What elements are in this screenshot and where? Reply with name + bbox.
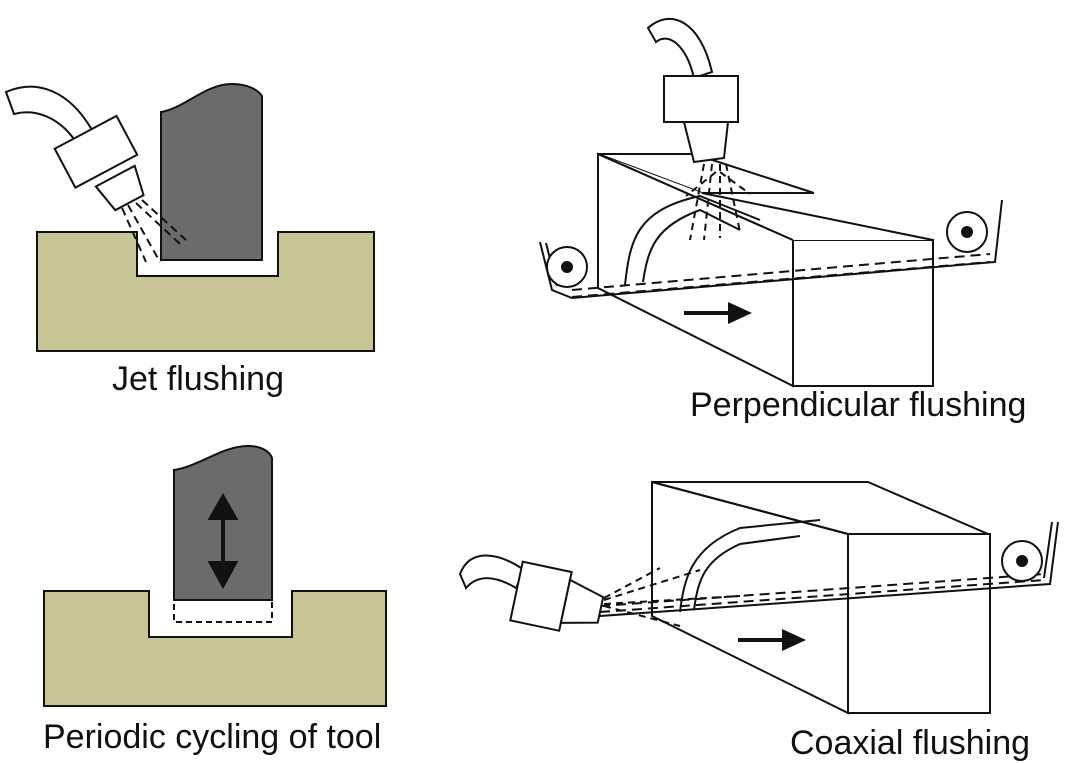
up-down-arrow-icon [207,492,239,590]
spray-stream [603,567,741,627]
nozzle-tip [682,121,730,164]
nozzle-tip [94,164,145,212]
tool-electrode [160,82,263,261]
nozzle-body [663,75,739,123]
jet-flushing-caption: Jet flushing [112,360,284,398]
perpendicular-flushing-caption: Perpendicular flushing [690,386,1027,424]
hose [646,17,714,80]
feed-direction-arrow-icon [684,302,752,324]
nozzle-tip [559,578,605,624]
coaxial-flushing-panel [458,480,1059,715]
wire-path [599,521,1059,617]
workpiece-top [598,154,933,240]
cavity [148,591,293,638]
coaxial-flushing-caption: Coaxial flushing [790,724,1031,762]
spray-stream [685,163,751,241]
jet-stream [121,199,187,263]
jet-flushing-panel [4,82,375,352]
hose [4,85,94,144]
workpiece-front [847,533,991,714]
feed-direction-arrow-icon [738,629,806,651]
periodic-cycling-caption: Periodic cycling of tool [43,718,382,756]
hose [458,554,526,590]
wire-slot [624,194,761,286]
periodic-cycling-panel [43,444,387,707]
nozzle-body [53,114,139,189]
perpendicular-flushing-panel [539,17,1003,388]
workpiece-front [792,239,934,387]
